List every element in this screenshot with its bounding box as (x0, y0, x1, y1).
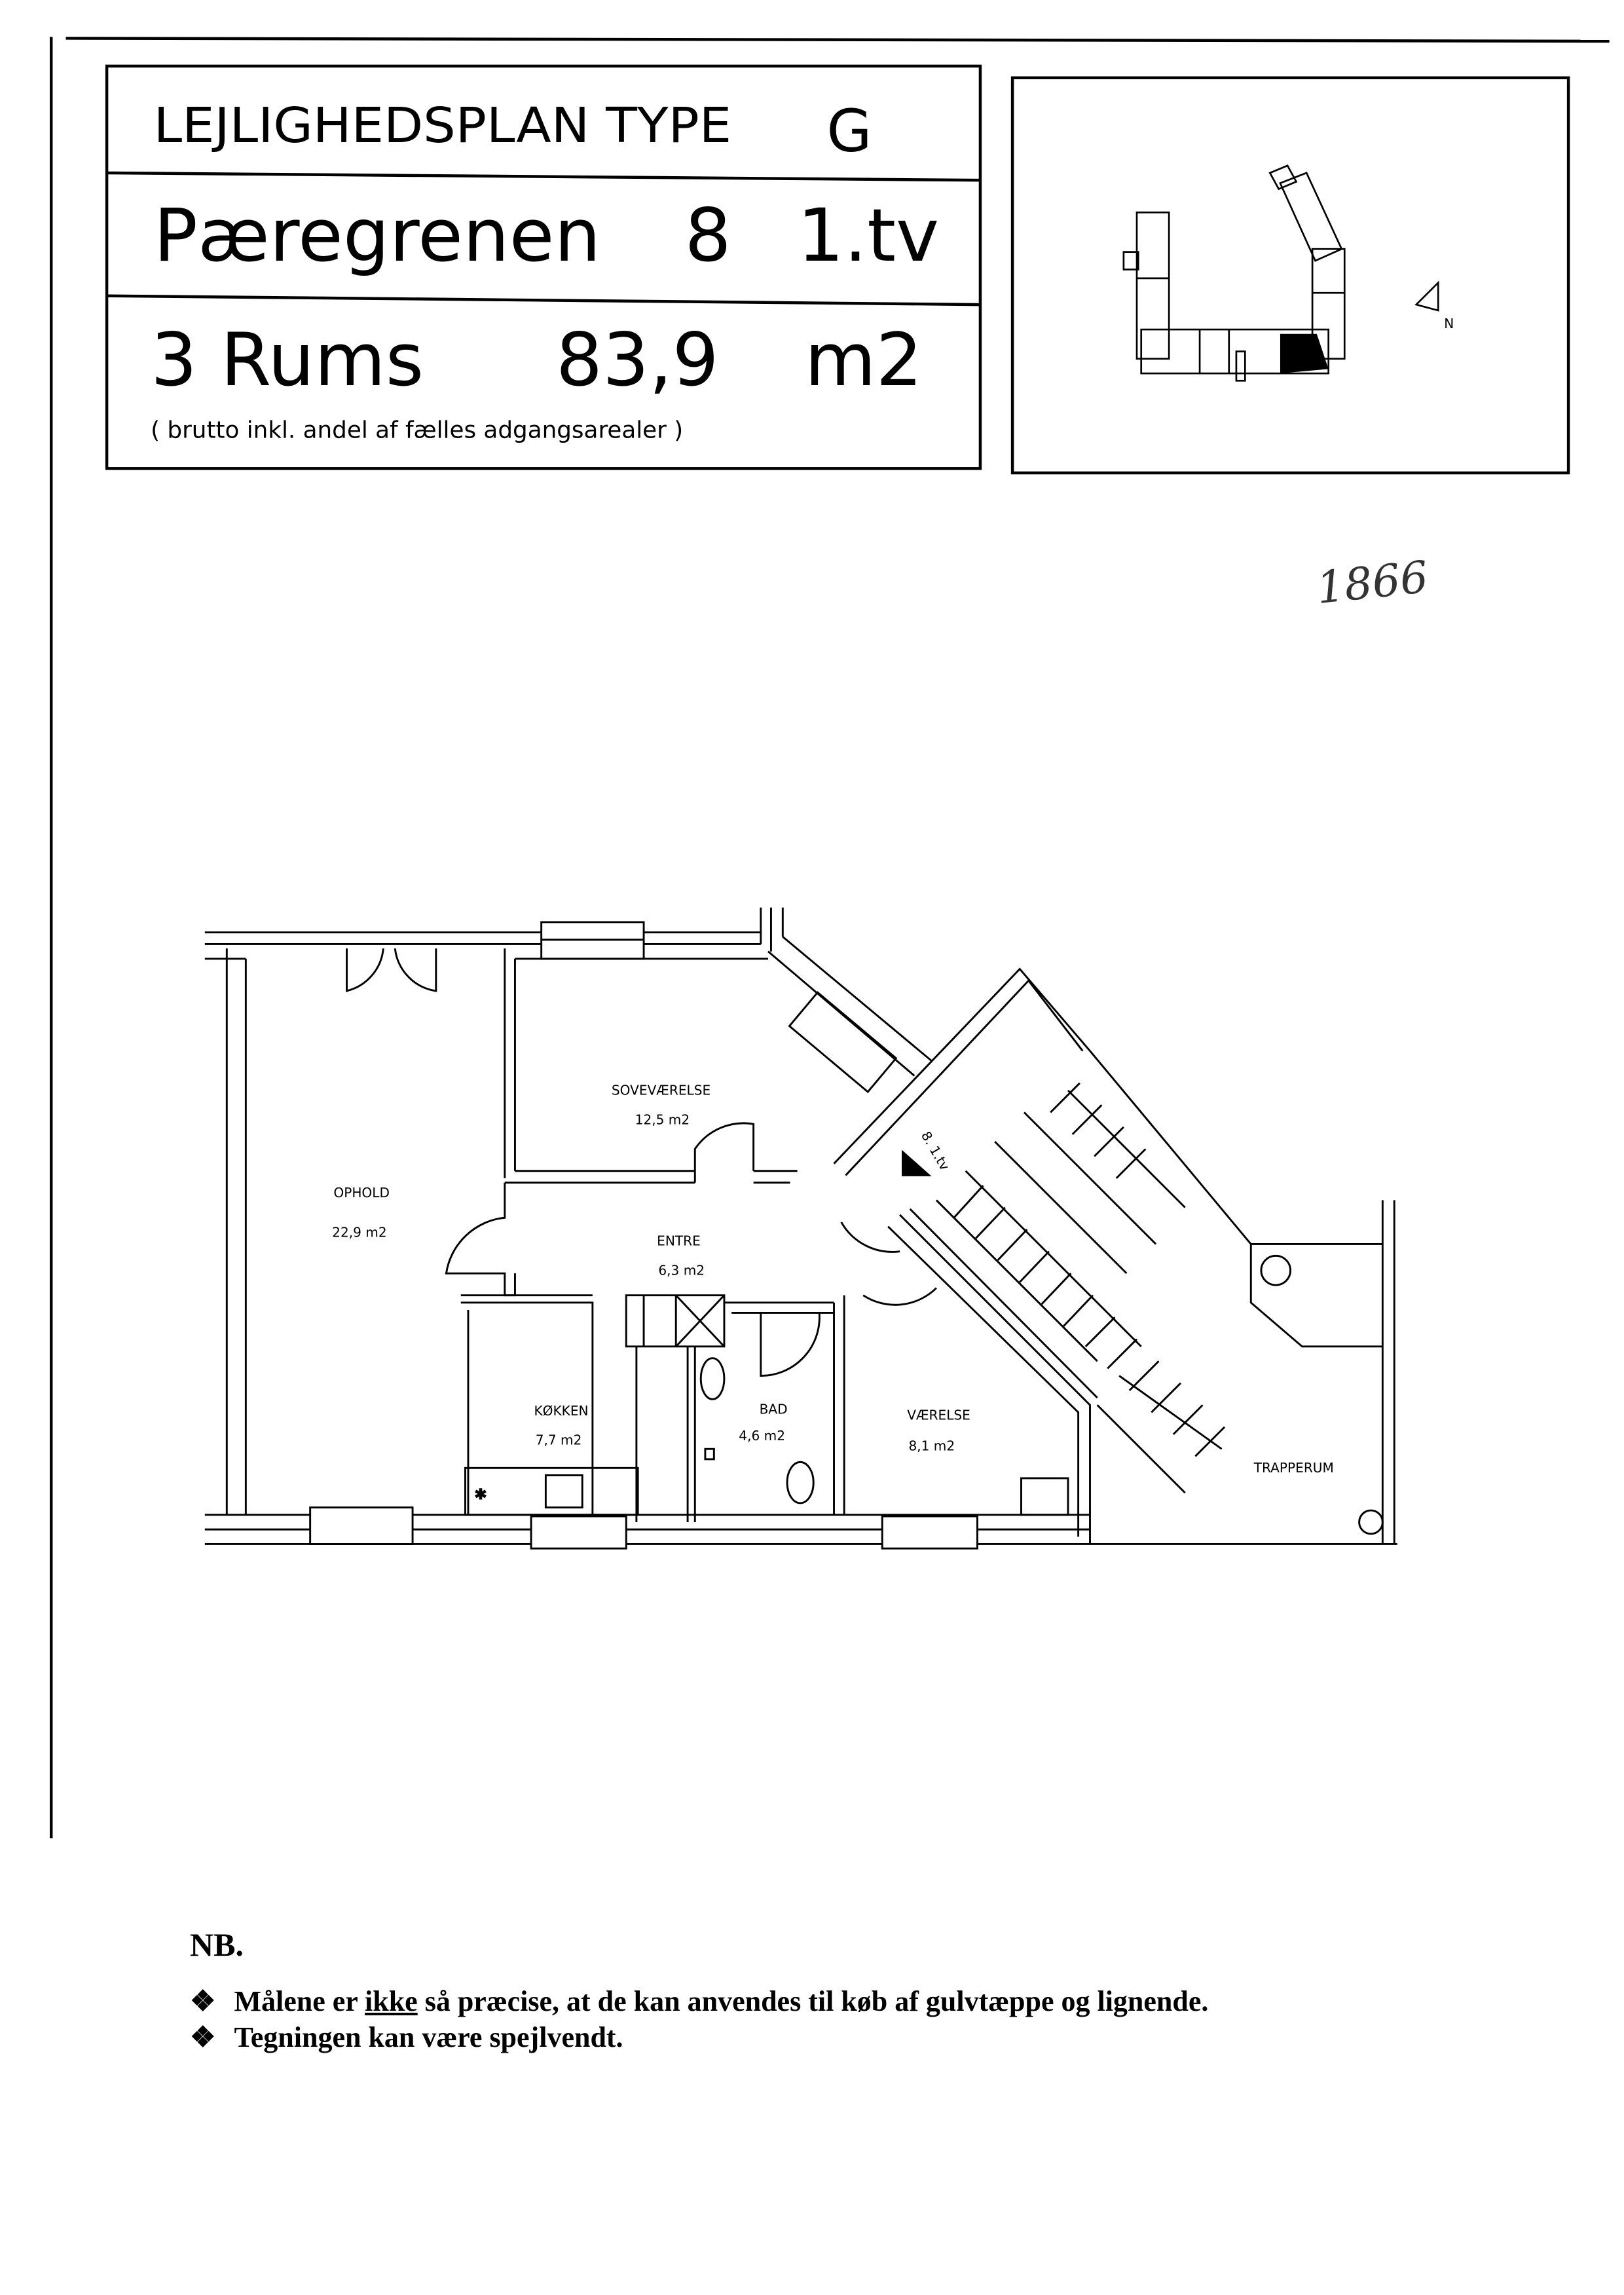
site-map: N (1010, 76, 1570, 475)
area-note: ( brutto inkl. andel af fælles adgangsar… (151, 417, 683, 443)
room-area: 12,5 m2 (635, 1111, 690, 1127)
note-text-emphasis: ikke (365, 1985, 418, 2017)
room-area: 8,1 m2 (908, 1438, 955, 1453)
room-area: 7,7 m2 (536, 1432, 582, 1448)
room-area: 22,9 m2 (332, 1224, 387, 1240)
room-name: OPHOLD (333, 1185, 390, 1201)
bullet-icon: ❖ (190, 2021, 216, 2053)
plan-type-label: LEJLIGHEDSPLAN TYPE (154, 98, 732, 154)
notes-heading: NB. (190, 1926, 244, 1963)
floor-plan: * (204, 907, 1397, 1550)
note-item: ❖ Tegningen kan være spejlvendt. (190, 2021, 623, 2054)
bullet-icon: ❖ (190, 1985, 216, 2017)
note-text-pre: Målene er (234, 1985, 358, 2017)
note-text: Målene er ikke så præcise, at de kan anv… (234, 1985, 1208, 2018)
room-name: SOVEVÆRELSE (612, 1083, 710, 1098)
apartment-highlight (1280, 333, 1329, 374)
frame-top-line (65, 37, 1610, 43)
room-area: 6,3 m2 (658, 1262, 705, 1278)
note-item: ❖ Målene er ikke så præcise, at de kan a… (190, 1985, 1208, 2018)
column-icon (1260, 1254, 1292, 1286)
handwritten-number: 1866 (1314, 551, 1431, 614)
room-name: BAD (760, 1402, 788, 1417)
floor-label: 1.tv (798, 193, 939, 278)
window (309, 1506, 414, 1545)
column-icon (1358, 1509, 1384, 1535)
window (881, 1515, 978, 1550)
title-block: LEJLIGHEDSPLAN TYPE G Pæregrenen 8 1.tv … (105, 64, 982, 470)
north-label: N (1444, 316, 1454, 331)
area-value: 83,9 (556, 318, 719, 403)
note-text-post: så præcise, at de kan anvendes til køb a… (424, 1985, 1209, 2017)
entrance-label: 8. 1.tv (918, 1129, 953, 1173)
entrance-marker-icon (902, 1149, 932, 1176)
room-name: VÆRELSE (907, 1408, 970, 1423)
address: Pæregrenen (154, 193, 601, 278)
room-name: ENTRE (657, 1233, 701, 1249)
room-count: 3 Rums (151, 318, 424, 403)
room-name: TRAPPERUM (1253, 1460, 1334, 1476)
room-name: KØKKEN (534, 1403, 588, 1419)
svg-text:*: * (475, 1486, 486, 1510)
area-unit: m2 (805, 318, 923, 403)
room-labels: SOVEVÆRELSE 12,5 m2 OPHOLD 22,9 m2 ENTRE… (332, 1083, 1334, 1476)
note-text: Tegningen kan være spejlvendt. (234, 2021, 623, 2053)
north-arrow-icon (1414, 280, 1439, 312)
plan-type-value: G (826, 97, 872, 165)
house-number: 8 (685, 193, 731, 278)
room-area: 4,6 m2 (739, 1428, 785, 1444)
window (530, 1515, 627, 1550)
